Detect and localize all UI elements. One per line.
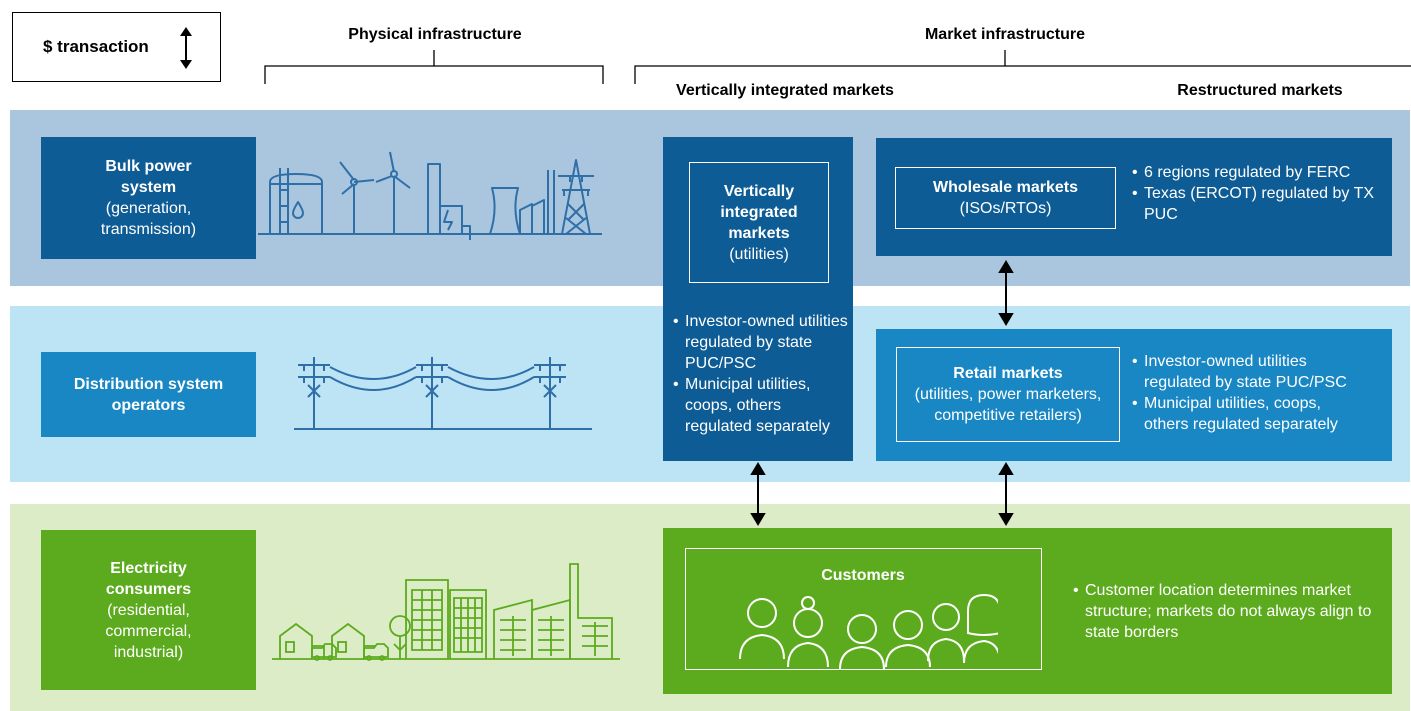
bullet: 6 regions regulated by FERC [1132, 162, 1380, 183]
header-physical: Physical infrastructure [348, 26, 522, 43]
bullet: Texas (ERCOT) regulated by TX PUC [1132, 183, 1380, 225]
header-market: Market infrastructure [924, 26, 1086, 43]
label-dist-title: Distribution system operators [73, 375, 224, 414]
customers-panel: Customers Customer location determines m… [663, 528, 1392, 694]
vertical-integrated-box: Vertically integrated markets (utilities… [689, 162, 829, 283]
customers-box: Customers [685, 548, 1042, 670]
wholesale-box: Wholesale markets (ISOs/RTOs) [895, 167, 1116, 229]
retail-title: Retail markets [953, 365, 1063, 382]
wholesale-bullets: 6 regions regulated by FERC Texas (ERCOT… [1132, 162, 1380, 225]
legend-box: $ transaction [12, 12, 221, 82]
label-distribution: Distribution system operators [41, 352, 256, 437]
vertical-integrated-title: Vertically integrated markets [720, 182, 798, 242]
wholesale-title: Wholesale markets [933, 179, 1078, 196]
power-lines-icon [294, 357, 592, 430]
retail-panel: Retail markets (utilities, power markete… [876, 329, 1392, 461]
bullet: Municipal utilities, coops, others regul… [1132, 393, 1364, 435]
retail-sub: (utilities, power marketers, competitive… [914, 386, 1102, 424]
legend-label: $ transaction [43, 37, 149, 56]
bullet: Customer location determines market stru… [1073, 580, 1373, 643]
bullet: Investor-owned utilities regulated by st… [1132, 351, 1364, 393]
header-vertical: Vertically integrated markets [676, 82, 894, 99]
header-restructured: Restructured markets [1177, 82, 1343, 99]
bullet: Investor-owned utilities regulated by st… [673, 311, 851, 374]
label-bulk-title: Bulk power system [105, 158, 192, 196]
retail-bullets: Investor-owned utilities regulated by st… [1132, 351, 1364, 435]
label-cons-sub: (residential, commercial, industrial) [105, 601, 192, 661]
label-cons-title: Electricity consumers [105, 559, 192, 598]
label-bulk-sub: (generation, transmission) [100, 200, 197, 238]
wholesale-sub: (ISOs/RTOs) [959, 200, 1052, 217]
customers-title: Customers [821, 567, 905, 584]
city-icon [272, 563, 620, 661]
bullet: Municipal utilities, coops, others regul… [673, 374, 851, 437]
people-group-icon [739, 593, 998, 669]
customers-bullets: Customer location determines market stru… [1073, 580, 1373, 643]
power-plant-icon [258, 151, 602, 240]
wholesale-panel: Wholesale markets (ISOs/RTOs) 6 regions … [876, 138, 1392, 256]
retail-box: Retail markets (utilities, power markete… [896, 347, 1120, 442]
label-bulk-power: Bulk power system (generation, transmiss… [41, 137, 256, 259]
header-brackets [264, 50, 1411, 84]
double-arrow-icon [180, 27, 192, 69]
vertical-integrated-bullets: Investor-owned utilities regulated by st… [673, 311, 851, 437]
label-consumers: Electricity consumers (residential, comm… [41, 530, 256, 690]
vertical-integrated-sub: (utilities) [729, 245, 789, 263]
vertical-integrated-panel: Vertically integrated markets (utilities… [663, 137, 853, 461]
